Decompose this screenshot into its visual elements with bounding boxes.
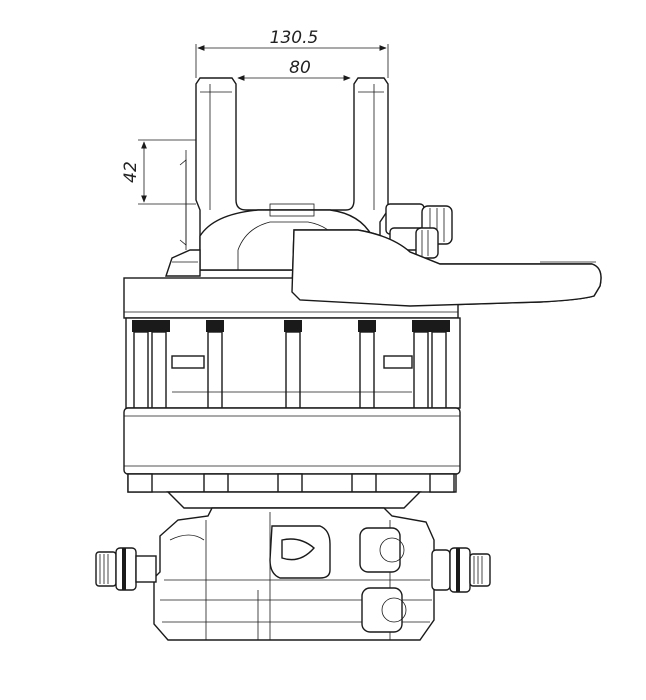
bolt-column: [125, 317, 461, 409]
dimension-label-42: 42: [121, 161, 141, 183]
upper-flange: [123, 229, 602, 319]
right-swivel-fitting: [431, 547, 491, 593]
dimension-inner-width: 80: [237, 58, 351, 81]
nut-row: [127, 473, 457, 509]
dimension-overall-width: 130.5: [195, 28, 389, 78]
dimension-label-80: 80: [289, 58, 311, 78]
top-clevis: [165, 77, 389, 277]
lower-flange: [123, 407, 461, 475]
lower-housing: [153, 507, 435, 641]
dimension-slot-height: 42: [121, 139, 196, 205]
dimension-label-130-5: 130.5: [270, 28, 319, 48]
left-swivel-fitting: [95, 547, 157, 591]
